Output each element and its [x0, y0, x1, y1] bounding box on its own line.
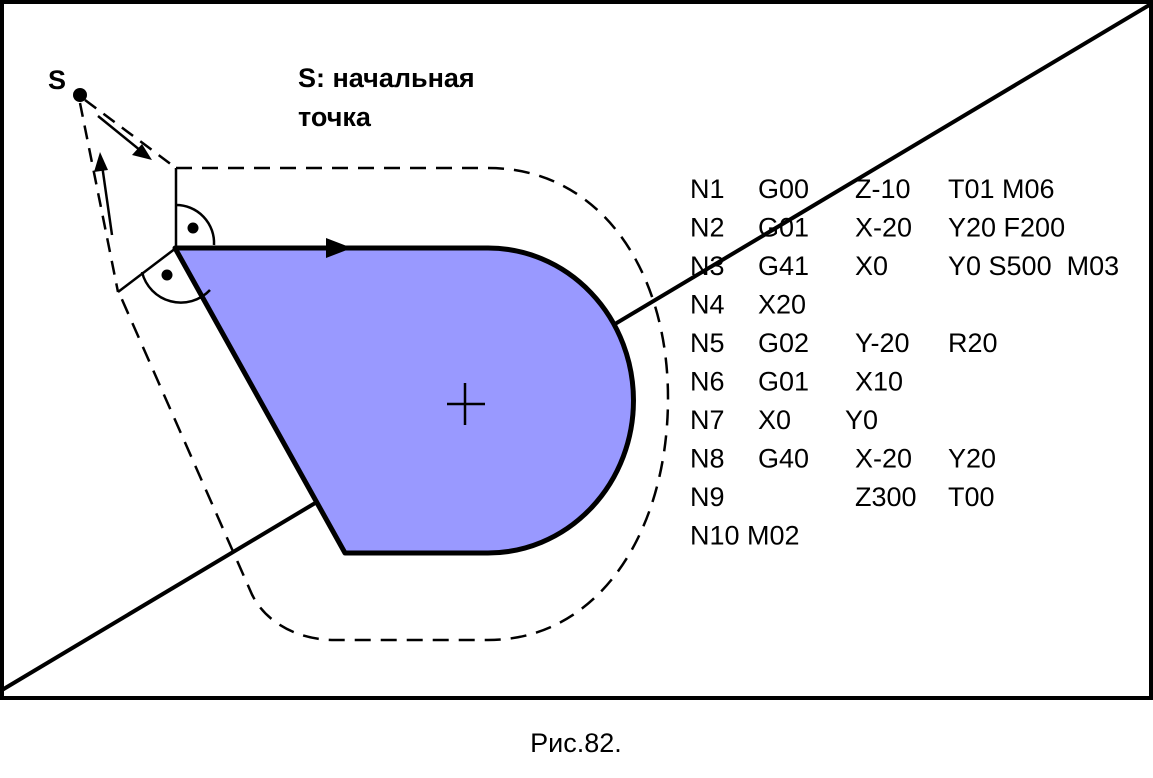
tool-path-dashed — [118, 166, 670, 642]
right-angle-arc-icon — [175, 203, 216, 246]
program-cell: N2 — [690, 213, 725, 243]
program-cell: G00 — [758, 174, 809, 204]
program-cell: T01 M06 — [948, 174, 1055, 204]
start-point-label-line1: S: начальная — [298, 63, 475, 93]
arrow-shaft-departure — [100, 164, 114, 236]
program-cell: Z-10 — [855, 174, 911, 204]
program-cell: N10 M02 — [690, 521, 800, 551]
program-cell: X0 — [758, 405, 791, 435]
departure-path — [78, 102, 120, 293]
program-cell: X0 — [855, 251, 888, 281]
program-cell: N7 — [690, 405, 725, 435]
diagram-frame — [0, 0, 1153, 700]
start-point-dot — [73, 88, 87, 102]
right-angle-dot-icon — [161, 269, 173, 281]
program-cell: G41 — [758, 251, 809, 281]
approach-path — [84, 98, 177, 170]
program-cell: X-20 — [855, 444, 912, 474]
normal-lower — [117, 247, 177, 293]
figure-caption: Рис.82. — [530, 728, 622, 758]
program-cell: N6 — [690, 367, 725, 397]
arrowhead-icon — [132, 144, 152, 160]
start-point-letter: S — [48, 65, 66, 95]
program-cell: X-20 — [855, 213, 912, 243]
program-cell: Y20 — [948, 444, 996, 474]
arrowhead-icon — [326, 238, 352, 258]
right-angle-dot-icon — [187, 222, 199, 234]
program-cell: Y-20 — [855, 328, 910, 358]
program-cell: G40 — [758, 444, 809, 474]
right-angle-arc-icon — [140, 271, 211, 304]
plus-cross-icon — [447, 383, 485, 425]
program-cell: N5 — [690, 328, 725, 358]
program-cell: R20 — [948, 328, 998, 358]
program-cell: N9 — [690, 482, 725, 512]
program-cell: N8 — [690, 444, 725, 474]
start-point-label-line2: точка — [298, 102, 372, 132]
program-cell: G02 — [758, 328, 809, 358]
program-cell: Y0 S500 M03 — [948, 251, 1119, 281]
program-cell: Y20 F200 — [948, 213, 1065, 243]
program-cell: N3 — [690, 251, 725, 281]
program-cell: G01 — [758, 367, 809, 397]
arrowhead-icon — [94, 152, 108, 172]
workpiece-shape — [172, 245, 636, 556]
program-cell: N1 — [690, 174, 725, 204]
program-cell: Z300 — [855, 482, 917, 512]
program-cell: T00 — [948, 482, 995, 512]
program-cell: N4 — [690, 290, 725, 320]
program-cell: Y0 — [845, 405, 878, 435]
program-cell: G01 — [758, 213, 809, 243]
program-cell: X10 — [855, 367, 903, 397]
program-cell: X20 — [758, 290, 806, 320]
